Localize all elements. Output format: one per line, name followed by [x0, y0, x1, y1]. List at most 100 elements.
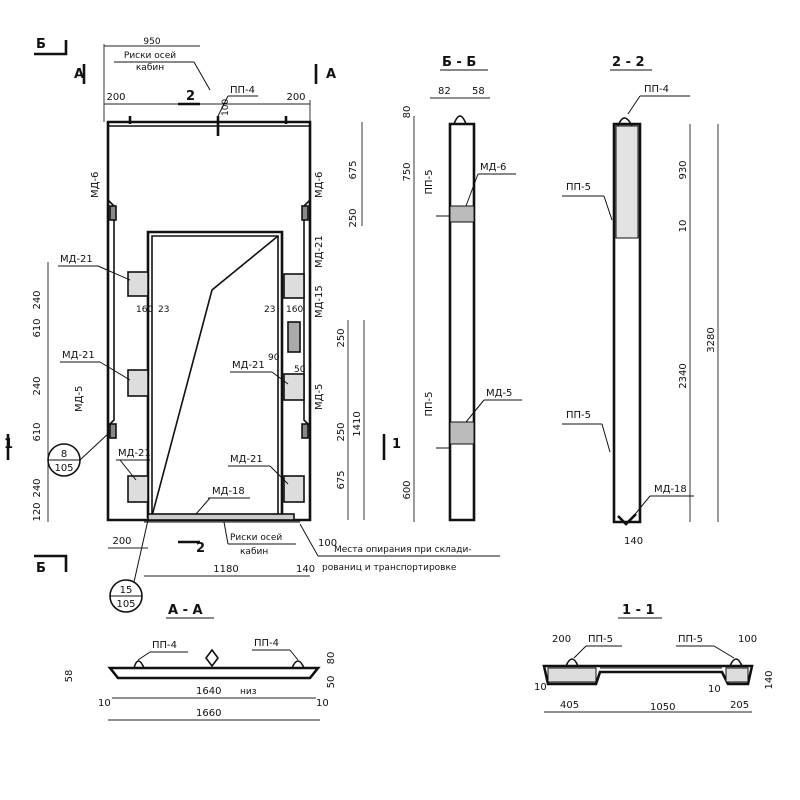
cut-mark-1-right: 1: [392, 437, 401, 452]
pp4-aa-right-leader: [289, 649, 299, 661]
md18-label-22: МД-18: [654, 484, 687, 495]
dim-58-bb: 58: [472, 86, 485, 97]
pp4-top-leader: [217, 95, 229, 117]
panel-outline: [106, 120, 312, 522]
section-11-hatch-left: [547, 667, 597, 683]
pp5-11-left-leader: [573, 645, 587, 659]
dim-10-11-right: 10: [708, 684, 721, 695]
dim-3280: 3280: [706, 327, 717, 352]
cut-mark-b-top: Б: [36, 37, 46, 52]
dim-80: 80: [402, 106, 413, 119]
dim-10-aa-left: 10: [98, 698, 111, 709]
dim-1180: 1180: [213, 564, 238, 575]
pp4-label-aa-right: ПП-4: [254, 638, 279, 649]
cut-mark-b-bottom: Б: [36, 561, 46, 576]
callout-15-top: 15: [120, 585, 133, 596]
md15-plate: [287, 321, 301, 353]
dim-140-bottom: 140: [296, 564, 315, 575]
pp5-22-top-leader: [603, 195, 613, 221]
support-note-line2: рованиц и транспортировке: [322, 563, 457, 573]
cut-mark-a-right: А: [326, 67, 336, 82]
dim-1640: 1640: [196, 686, 221, 697]
right-step: [303, 199, 311, 427]
md21-label-right-2: МД-21: [232, 360, 265, 371]
section-11: 1 - 1 200 ПП-5 ПП-5 100 140 10 10 405 10…: [534, 603, 775, 713]
dim-205: 205: [730, 700, 749, 711]
callout-8-105: 8 105: [47, 431, 111, 477]
section-22-hatch: [615, 125, 639, 239]
pp5-label-11-left: ПП-5: [588, 634, 613, 645]
door-opening: [146, 230, 284, 518]
md5-bb: [449, 421, 475, 445]
dim-200-11: 200: [552, 634, 571, 645]
pp5-label-bb-top: ПП-5: [424, 169, 435, 194]
support-note-line1: Места опирания при склади-: [334, 545, 472, 555]
pp4-loop-bb: [453, 115, 467, 125]
dim-10-aa-right: 10: [316, 698, 329, 709]
md21-label-right-1: МД-21: [314, 235, 325, 268]
cabin-label-top: кабин: [136, 63, 164, 73]
dim-10-11-left: 10: [534, 682, 547, 693]
dim-58-aa: 58: [64, 670, 75, 683]
md21-plate-left-3: [127, 475, 149, 503]
dim-1660: 1660: [196, 708, 221, 719]
cut-mark-a-left: А: [74, 67, 84, 82]
md5-left: [109, 423, 117, 439]
dim-100-11: 100: [738, 634, 757, 645]
pp5-loop-11-left: [565, 658, 579, 667]
dim-23-left: 23: [158, 305, 169, 315]
door-swing-line: [151, 235, 279, 517]
pp4-label-top: ПП-4: [230, 85, 255, 96]
dim-1410: 1410: [352, 411, 363, 436]
axis-marks-label-top: Риски осей: [124, 51, 176, 61]
pp4-22-leader: [627, 95, 641, 115]
callout-8-bottom: 105: [54, 463, 73, 474]
dim-50-aa: 50: [326, 676, 337, 689]
pp4-loop-aa-right: [291, 660, 305, 669]
md5-bb-leader: [465, 399, 485, 423]
door-opening-inner: [151, 235, 279, 518]
pp4-label-aa-left: ПП-4: [152, 640, 177, 651]
section-11-hatch-right: [725, 667, 749, 683]
dim-120: 120: [32, 502, 43, 521]
md18-label-main: МД-18: [212, 486, 245, 497]
dim-80-aa: 80: [326, 652, 337, 665]
md21-left2-leader: [99, 361, 131, 381]
callout-15-105: 15 105: [109, 519, 149, 613]
dim-140-22: 140: [624, 536, 643, 547]
left-step: [107, 199, 115, 427]
section-bb: Б - Б 82 58 80 750 600 ПП-5 МД-6 ПП-5 МД…: [402, 55, 522, 522]
marker-diamond: [205, 648, 219, 668]
md15-label: МД-15: [314, 285, 325, 318]
bottom-sill-md18: [147, 513, 295, 521]
md6-label-right: МД-6: [314, 172, 325, 198]
md21-label-left-1: МД-21: [60, 254, 93, 265]
md18-22-leader: [631, 495, 651, 519]
pp5-label-bb-bottom: ПП-5: [424, 391, 435, 416]
md21-left1-leader: [97, 265, 131, 281]
callout-8-top: 8: [61, 449, 67, 460]
md21-left3-leader: [119, 459, 137, 481]
dim-600: 600: [402, 480, 413, 499]
pp4-loop-aa-left: [133, 660, 145, 669]
section-bb-outline: [448, 122, 476, 522]
md21-label-left-2: МД-21: [62, 350, 95, 361]
md5-label-bb: МД-5: [486, 388, 512, 399]
pp5-11-right-leader: [713, 645, 735, 659]
cut-b-bottom-line: [34, 554, 68, 572]
md21-plate-right-2: [283, 373, 305, 401]
main-elevation: 950 200 200 100 Риски осей кабин ПП-4 Б …: [4, 37, 500, 613]
cabin-label-bottom: кабин: [240, 547, 268, 557]
dim-250-mid: 250: [336, 328, 347, 347]
dim-200-left: 200: [106, 92, 125, 103]
dim-1050: 1050: [650, 702, 675, 713]
callout-15-bottom: 105: [116, 599, 135, 610]
md21-label-right-3: МД-21: [230, 454, 263, 465]
md5-right: [301, 423, 309, 439]
dim-750: 750: [402, 162, 413, 181]
pp5-label-22-bottom: ПП-5: [566, 410, 591, 421]
md21-plate-left-2: [127, 369, 149, 397]
dim-160-right: 160: [286, 305, 303, 315]
cut-b-top-line: [34, 40, 68, 56]
